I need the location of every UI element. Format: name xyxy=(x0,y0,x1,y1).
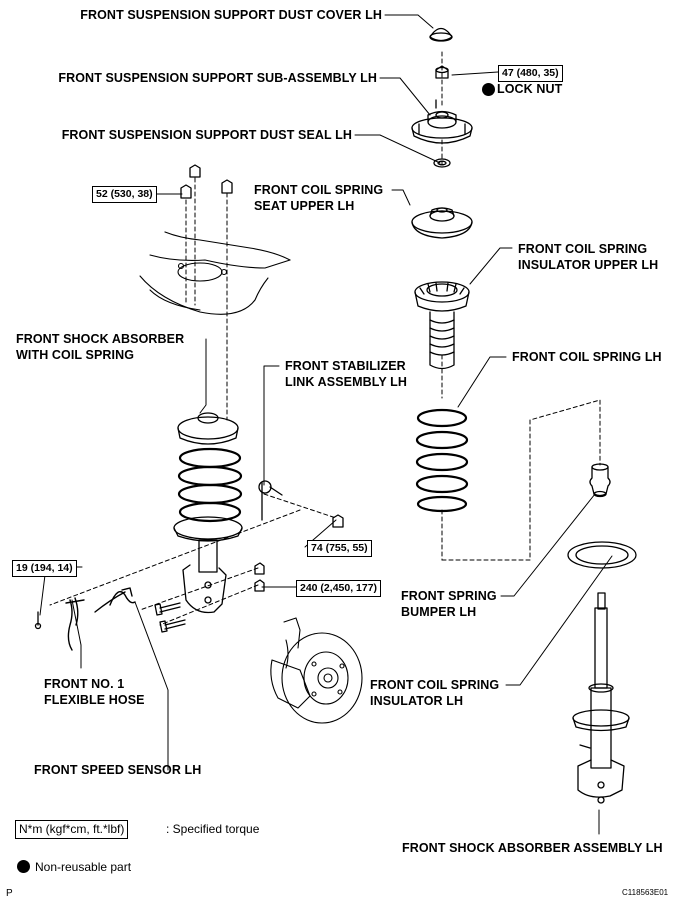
steering-knuckle-hub xyxy=(270,617,363,724)
speed-sensor-harness xyxy=(94,587,136,613)
lock-nut-part xyxy=(435,65,449,79)
legend-nonreusable-dot xyxy=(17,860,30,873)
insulator-upper-part xyxy=(414,281,470,370)
legend-torque-key: N*m (kgf*cm, ft.*lbf) xyxy=(15,820,129,839)
label-speed-sensor: FRONT SPEED SENSOR LH xyxy=(34,763,202,777)
label-stabilizer-link-1: FRONT STABILIZER xyxy=(285,359,406,373)
label-spring-seat-upper-1: FRONT COIL SPRING xyxy=(254,183,384,197)
coil-spring-part xyxy=(415,408,469,513)
label-flexible-hose-2: FLEXIBLE HOSE xyxy=(44,693,145,707)
torque-speed-sensor-bolt: 19 (194, 14) xyxy=(12,560,77,577)
shock-with-spring-part xyxy=(173,412,243,614)
dust-cover-part xyxy=(429,27,453,42)
speed-sensor-bolt xyxy=(34,611,42,630)
alignment-dashes xyxy=(49,51,601,626)
spring-seat-upper-part xyxy=(411,207,473,239)
label-coil-spring: FRONT COIL SPRING LH xyxy=(512,350,662,364)
legend-nonreusable-text: Non-reusable part xyxy=(35,860,132,874)
label-dust-cover: FRONT SUSPENSION SUPPORT DUST COVER LH xyxy=(80,8,382,22)
stabilizer-nut xyxy=(332,514,344,528)
stabilizer-link-part xyxy=(258,480,283,521)
label-spring-bumper-1: FRONT SPRING xyxy=(401,589,497,603)
strut-tower-body xyxy=(139,231,291,315)
label-insulator-upper-2: INSULATOR UPPER LH xyxy=(518,258,659,272)
knuckle-nuts xyxy=(254,562,265,592)
shock-absorber-assembly-part xyxy=(572,592,630,804)
nonreusable-marker xyxy=(482,83,495,96)
torque-upper-nuts: 52 (530, 38) xyxy=(92,186,157,203)
flexible-hose-part xyxy=(65,597,85,651)
label-dust-seal: FRONT SUSPENSION SUPPORT DUST SEAL LH xyxy=(61,128,352,142)
figure-code: C118563E01 xyxy=(622,888,669,897)
support-mount-part xyxy=(411,99,473,144)
label-lock-nut: LOCK NUT xyxy=(497,82,563,96)
label-shock-absorber-assembly: FRONT SHOCK ABSORBER ASSEMBLY LH xyxy=(402,841,663,855)
insulator-lower-part xyxy=(567,541,637,569)
label-shock-with-spring-2: WITH COIL SPRING xyxy=(16,348,135,362)
label-flexible-hose-1: FRONT NO. 1 xyxy=(44,677,125,691)
spring-bumper-part xyxy=(589,463,611,498)
torque-knuckle-bolt: 240 (2,450, 177) xyxy=(296,580,382,597)
torque-lock-nut: 47 (480, 35) xyxy=(498,65,563,82)
upper-mount-nuts xyxy=(180,164,233,199)
label-support-sub-assembly: FRONT SUSPENSION SUPPORT SUB-ASSEMBLY LH xyxy=(58,71,377,85)
label-spring-bumper-2: BUMPER LH xyxy=(401,605,477,619)
label-insulator-lower-1: FRONT COIL SPRING xyxy=(370,678,500,692)
dust-seal-part xyxy=(433,158,451,168)
knuckle-bolts xyxy=(154,602,186,633)
label-shock-with-spring-1: FRONT SHOCK ABSORBER xyxy=(16,332,185,346)
label-spring-seat-upper-2: SEAT UPPER LH xyxy=(254,199,355,213)
label-insulator-lower-2: INSULATOR LH xyxy=(370,694,464,708)
torque-stabilizer-nut: 74 (755, 55) xyxy=(307,540,372,557)
label-stabilizer-link-2: LINK ASSEMBLY LH xyxy=(285,375,407,389)
label-insulator-upper-1: FRONT COIL SPRING xyxy=(518,242,648,256)
page-mark: P xyxy=(6,888,13,899)
legend-torque-desc: : Specified torque xyxy=(166,822,260,836)
